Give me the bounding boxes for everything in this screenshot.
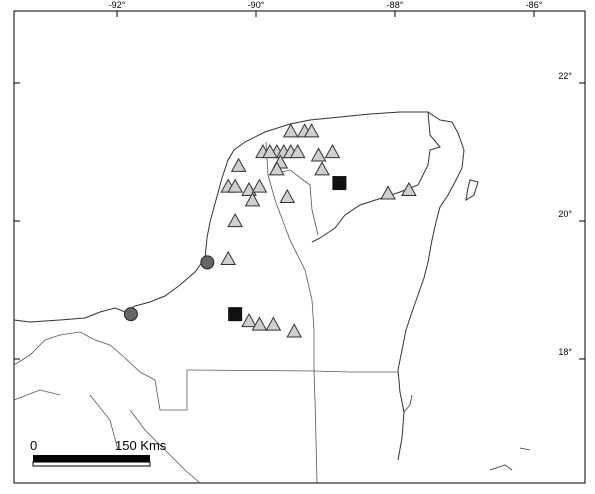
triangle-marker [220, 250, 237, 266]
latitude-tick-label: 20° [558, 209, 572, 219]
southwest-border [13, 331, 188, 411]
triangle-marker [251, 316, 268, 331]
scale-start-label: 0 [30, 438, 37, 453]
square-marker [228, 307, 243, 322]
southern-border [186, 369, 398, 373]
triangle-marker [279, 188, 296, 203]
coastline [13, 111, 465, 461]
triangle-marker [310, 147, 327, 162]
triangle-marker [262, 143, 278, 159]
longitude-tick-label: -92° [109, 0, 126, 10]
markers [123, 123, 417, 338]
longitude-tick-label: -88° [387, 0, 404, 10]
triangle-marker [324, 143, 341, 159]
triangle-marker [286, 323, 303, 338]
triangle-marker [230, 157, 247, 172]
south-border-lines [13, 389, 201, 484]
latitude-tick-label: 18° [558, 347, 572, 357]
circle-marker [123, 307, 138, 322]
scale-end-label: 150 Kms [115, 438, 167, 453]
triangle-marker [282, 123, 299, 138]
latitude-axis: 22° 20° 18° [14, 71, 585, 360]
scale-bar-outline [32, 461, 151, 467]
state-border-north [267, 169, 319, 236]
triangle-marker [380, 185, 396, 200]
square-marker [332, 176, 347, 191]
state-border-east [265, 141, 318, 484]
triangle-marker [303, 123, 320, 138]
triangle-marker [251, 178, 268, 193]
triangle-marker [269, 161, 285, 176]
triangle-marker [265, 316, 282, 331]
circle-marker [200, 255, 215, 270]
cozumel-island [465, 179, 479, 202]
triangle-marker [227, 178, 243, 193]
longitude-tick-label: -90° [248, 0, 265, 10]
scale-bar-filled [33, 455, 150, 462]
latitude-tick-label: 22° [558, 71, 572, 81]
triangle-marker [227, 212, 243, 228]
longitude-tick-label: -86° [526, 0, 543, 10]
map-frame-border [13, 10, 586, 484]
triangle-marker [244, 192, 261, 207]
triangle-marker [289, 143, 306, 159]
triangle-marker [314, 161, 330, 176]
southeast-coast [403, 394, 531, 471]
scale-bar: 0 150 Kms [30, 438, 167, 467]
longitude-axis: -92° -90° -88° -86° [109, 0, 543, 17]
triangle-marker [241, 313, 257, 328]
triangle-marker [401, 181, 417, 197]
